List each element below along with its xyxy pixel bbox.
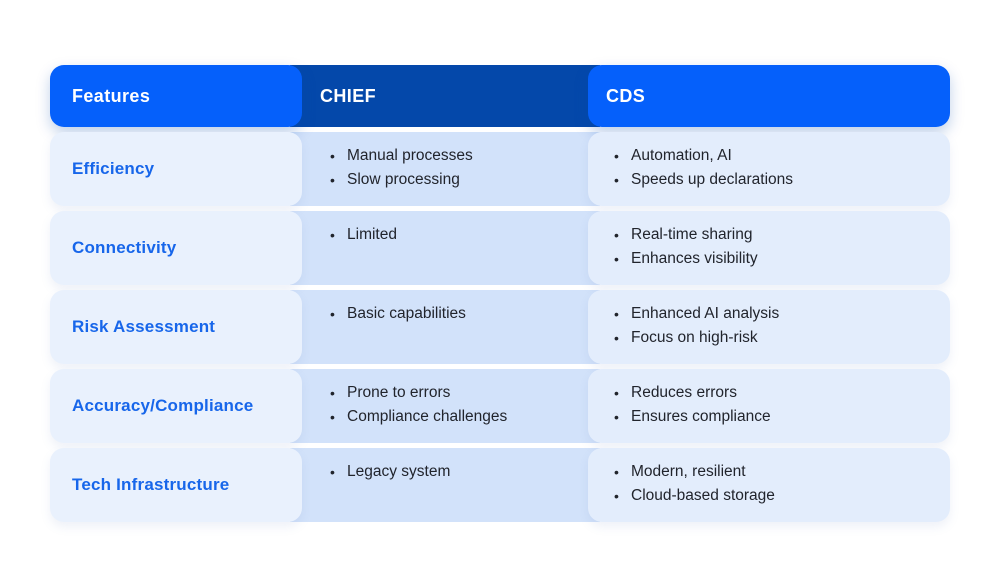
chief-bullet-list: Prone to errorsCompliance challenges xyxy=(302,369,588,429)
cds-cell: Modern, resilientCloud-based storage xyxy=(588,448,950,522)
cds-bullet-list: Enhanced AI analysisFocus on high-risk xyxy=(588,290,950,350)
comparison-table: Features CHIEF CDS Efficiency Manual pro… xyxy=(50,65,950,522)
cds-cell: Reduces errorsEnsures compliance xyxy=(588,369,950,443)
table-row: Risk Assessment Basic capabilities Enhan… xyxy=(50,290,950,364)
feature-cell: Accuracy/Compliance xyxy=(50,369,302,443)
chief-point: Compliance challenges xyxy=(330,405,588,429)
cds-point: Real-time sharing xyxy=(614,223,950,247)
feature-cell: Connectivity xyxy=(50,211,302,285)
table-row: Connectivity Limited Real-time sharingEn… xyxy=(50,211,950,285)
chief-bullet-list: Legacy system xyxy=(302,448,588,484)
cds-point: Speeds up declarations xyxy=(614,168,950,192)
chief-point: Legacy system xyxy=(330,460,588,484)
chief-cell: Limited xyxy=(290,211,600,285)
feature-label: Efficiency xyxy=(72,159,155,178)
cds-point: Automation, AI xyxy=(614,144,950,168)
table-row: Tech Infrastructure Legacy system Modern… xyxy=(50,448,950,522)
chief-point: Limited xyxy=(330,223,588,247)
chief-cell: Legacy system xyxy=(290,448,600,522)
cds-cell: Automation, AISpeeds up declarations xyxy=(588,132,950,206)
chief-point: Slow processing xyxy=(330,168,588,192)
feature-label: Tech Infrastructure xyxy=(72,475,230,494)
chief-point: Prone to errors xyxy=(330,381,588,405)
chief-cell: Basic capabilities xyxy=(290,290,600,364)
cds-bullet-list: Automation, AISpeeds up declarations xyxy=(588,132,950,192)
cds-cell: Enhanced AI analysisFocus on high-risk xyxy=(588,290,950,364)
feature-cell: Tech Infrastructure xyxy=(50,448,302,522)
cds-point: Reduces errors xyxy=(614,381,950,405)
feature-label: Accuracy/Compliance xyxy=(72,396,254,415)
chief-cell: Manual processesSlow processing xyxy=(290,132,600,206)
chief-point: Basic capabilities xyxy=(330,302,588,326)
feature-label: Connectivity xyxy=(72,238,177,257)
table-body: Efficiency Manual processesSlow processi… xyxy=(50,132,950,522)
cds-bullet-list: Modern, resilientCloud-based storage xyxy=(588,448,950,508)
table-row: Accuracy/Compliance Prone to errorsCompl… xyxy=(50,369,950,443)
cds-point: Cloud-based storage xyxy=(614,484,950,508)
cds-point: Enhances visibility xyxy=(614,247,950,271)
column-header-cds-label: CDS xyxy=(606,85,646,106)
cds-bullet-list: Real-time sharingEnhances visibility xyxy=(588,211,950,271)
feature-cell: Risk Assessment xyxy=(50,290,302,364)
cds-point: Enhanced AI analysis xyxy=(614,302,950,326)
chief-bullet-list: Basic capabilities xyxy=(302,290,588,326)
column-header-chief-label: CHIEF xyxy=(320,85,376,106)
cds-bullet-list: Reduces errorsEnsures compliance xyxy=(588,369,950,429)
table-row: Efficiency Manual processesSlow processi… xyxy=(50,132,950,206)
chief-point: Manual processes xyxy=(330,144,588,168)
chief-bullet-list: Manual processesSlow processing xyxy=(302,132,588,192)
cds-point: Ensures compliance xyxy=(614,405,950,429)
feature-label: Risk Assessment xyxy=(72,317,216,336)
cds-point: Modern, resilient xyxy=(614,460,950,484)
column-header-features-label: Features xyxy=(72,85,151,106)
column-header-chief: CHIEF xyxy=(290,65,600,127)
cds-cell: Real-time sharingEnhances visibility xyxy=(588,211,950,285)
column-header-cds: CDS xyxy=(588,65,950,127)
feature-cell: Efficiency xyxy=(50,132,302,206)
column-header-features: Features xyxy=(50,65,302,127)
table-header-row: Features CHIEF CDS xyxy=(50,65,950,127)
chief-bullet-list: Limited xyxy=(302,211,588,247)
cds-point: Focus on high-risk xyxy=(614,326,950,350)
chief-cell: Prone to errorsCompliance challenges xyxy=(290,369,600,443)
